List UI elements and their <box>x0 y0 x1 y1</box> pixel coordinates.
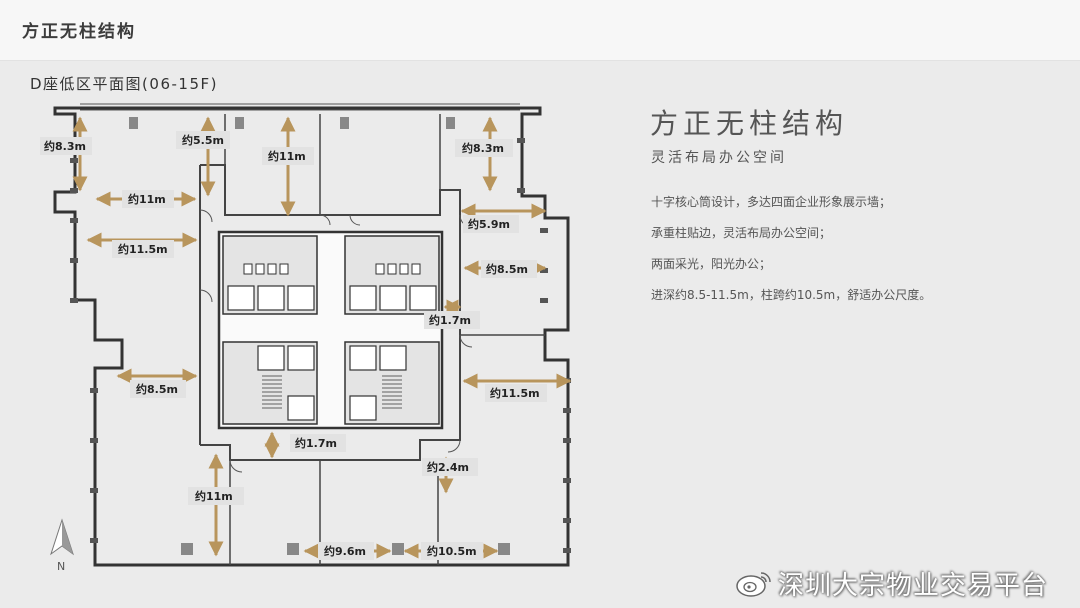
watermark: 深圳大宗物业交易平台 <box>734 563 1048 603</box>
elevator-shafts <box>227 285 437 421</box>
dim-label-d16: 约10.5m <box>421 542 483 560</box>
dim-text-d7: 约11.5m <box>118 242 168 256</box>
building-outline <box>53 106 570 567</box>
dim-text-d10: 约8.5m <box>136 382 178 396</box>
header-bar: 方正无柱结构 <box>0 0 1080 61</box>
dim-text-d2: 约5.5m <box>182 133 224 147</box>
dim-text-d16: 约10.5m <box>427 544 477 558</box>
north-label: N <box>57 560 65 573</box>
dim-text-d8: 约8.5m <box>486 262 528 276</box>
dim-text-d11: 约11.5m <box>490 386 540 400</box>
dim-text-d5: 约11m <box>128 192 166 206</box>
dim-label-d4: 约8.3m <box>455 139 513 157</box>
header-title: 方正无柱结构 <box>22 22 136 42</box>
window-strip <box>80 103 520 111</box>
dim-text-d15: 约9.6m <box>324 544 366 558</box>
dim-label-d15: 约9.6m <box>318 542 374 560</box>
dim-label-d10: 约8.5m <box>130 380 186 398</box>
info-title: 方正无柱结构 <box>650 107 849 140</box>
info-line-1: 十字核心筒设计，多达四面企业形象展示墙； <box>651 195 892 209</box>
dim-label-d5: 约11m <box>122 190 174 208</box>
info-line-2: 承重柱贴边，灵活布局办公空间； <box>651 226 832 240</box>
dim-label-d8: 约8.5m <box>481 260 537 278</box>
dim-text-d13: 约2.4m <box>427 460 469 474</box>
info-line-4: 进深约8.5-11.5m，柱跨约10.5m，舒适办公尺度。 <box>651 288 932 302</box>
info-line-3: 两面采光，阳光办公； <box>651 257 772 271</box>
info-subtitle: 灵活布局办公空间 <box>651 150 787 166</box>
stairs <box>262 375 402 409</box>
interior-columns <box>129 117 510 555</box>
info-list: 十字核心筒设计，多达四面企业形象展示墙； 承重柱贴边，灵活布局办公空间； 两面采… <box>651 193 931 317</box>
watermark-text: 深圳大宗物业交易平台 <box>778 570 1049 601</box>
dim-label-d1: 约8.3m <box>40 137 92 155</box>
dim-text-d4: 约8.3m <box>462 141 504 155</box>
dim-text-d3: 约11m <box>268 149 306 163</box>
dim-label-d9: 约1.7m <box>424 311 480 329</box>
dim-text-d1: 约8.3m <box>44 139 86 153</box>
dim-label-d7: 约11.5m <box>112 240 174 258</box>
dim-text-d14: 约11m <box>195 489 233 503</box>
weibo-icon <box>736 572 771 597</box>
plan-caption: D座低区平面图(06-15F) <box>30 75 218 93</box>
dim-label-d11: 约11.5m <box>485 384 547 402</box>
dimension-labels: 约8.3m 约5.5m 约11m 约8.3m 约11m 约5.9m 约11.5m… <box>40 131 547 560</box>
dim-label-d3: 约11m <box>262 147 314 165</box>
toilet-fixtures <box>243 263 421 275</box>
dim-text-d9: 约1.7m <box>429 313 471 327</box>
dim-label-d2: 约5.5m <box>176 131 230 149</box>
dim-label-d13: 约2.4m <box>422 458 478 476</box>
dim-text-d6: 约5.9m <box>468 217 510 231</box>
dim-label-d6: 约5.9m <box>463 215 519 233</box>
dim-label-d12: 约1.7m <box>290 434 346 452</box>
north-arrow: N <box>50 518 74 573</box>
dim-label-d14: 约11m <box>188 487 244 505</box>
dim-text-d12: 约1.7m <box>295 436 337 450</box>
